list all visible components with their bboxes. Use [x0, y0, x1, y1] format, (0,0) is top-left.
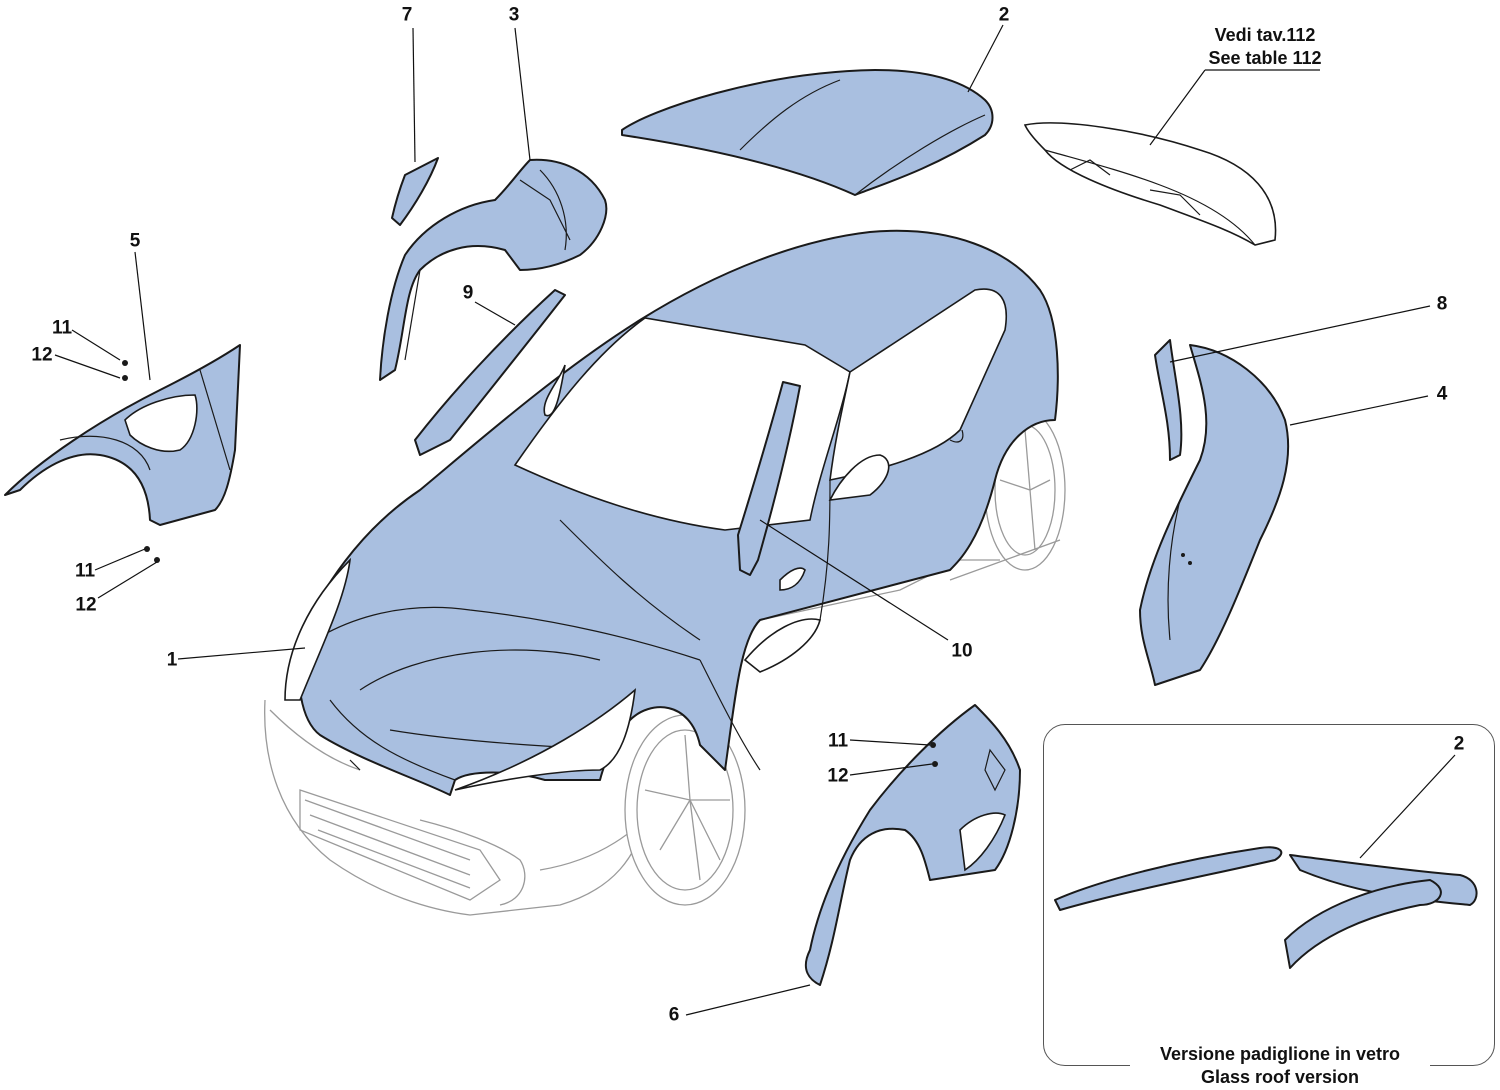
tailgate-reference-part: [1023, 122, 1277, 246]
trim-strip-8: [1154, 339, 1183, 461]
callout-11-left-bottom: 11: [74, 560, 96, 582]
inset-caption-line-2: Glass roof version: [1200, 1067, 1360, 1088]
callout-3: 3: [508, 4, 520, 26]
trim-strip-7: [391, 157, 439, 226]
car-body: [264, 229, 1066, 916]
roof-panel: [621, 69, 994, 196]
inset-caption-line-1: Versione padiglione in vetro: [1159, 1044, 1401, 1064]
rear-inner-arch-panel: [379, 158, 608, 381]
callout-12-right: 12: [827, 765, 849, 787]
callout-2: 2: [998, 4, 1010, 26]
front-fender-6: [804, 704, 1021, 986]
callout-12-left-bottom: 12: [75, 594, 97, 616]
reference-note-line-1: Vedi tav.112: [1214, 25, 1316, 45]
callout-1: 1: [166, 649, 178, 671]
callout-11-left-top: 11: [51, 317, 73, 339]
reference-note: Vedi tav.112 See table 112: [1195, 24, 1335, 71]
callout-4: 4: [1436, 383, 1448, 405]
b-pillar-trim-10: [737, 381, 801, 576]
callout-11-right: 11: [827, 730, 849, 752]
callout-6: 6: [668, 1004, 680, 1026]
a-pillar-trim-9: [414, 289, 566, 456]
glass-roof-inset-frame: [1043, 724, 1495, 1066]
callout-2-inset: 2: [1453, 733, 1465, 755]
callout-9: 9: [462, 282, 474, 304]
reference-note-line-2: See table 112: [1208, 48, 1322, 69]
rear-fender-4: [1139, 344, 1290, 686]
leader-lines: [54, 24, 1456, 1016]
glass-roof-inset-parts: [1054, 846, 1478, 969]
callout-12-left-top: 12: [31, 344, 53, 366]
callout-7: 7: [401, 4, 413, 26]
callout-5: 5: [129, 230, 141, 252]
inset-caption: Versione padiglione in vetro Glass roof …: [1130, 1043, 1430, 1090]
callout-8: 8: [1436, 293, 1448, 315]
callout-10: 10: [951, 640, 973, 662]
front-inner-panel-5: [4, 344, 241, 563]
